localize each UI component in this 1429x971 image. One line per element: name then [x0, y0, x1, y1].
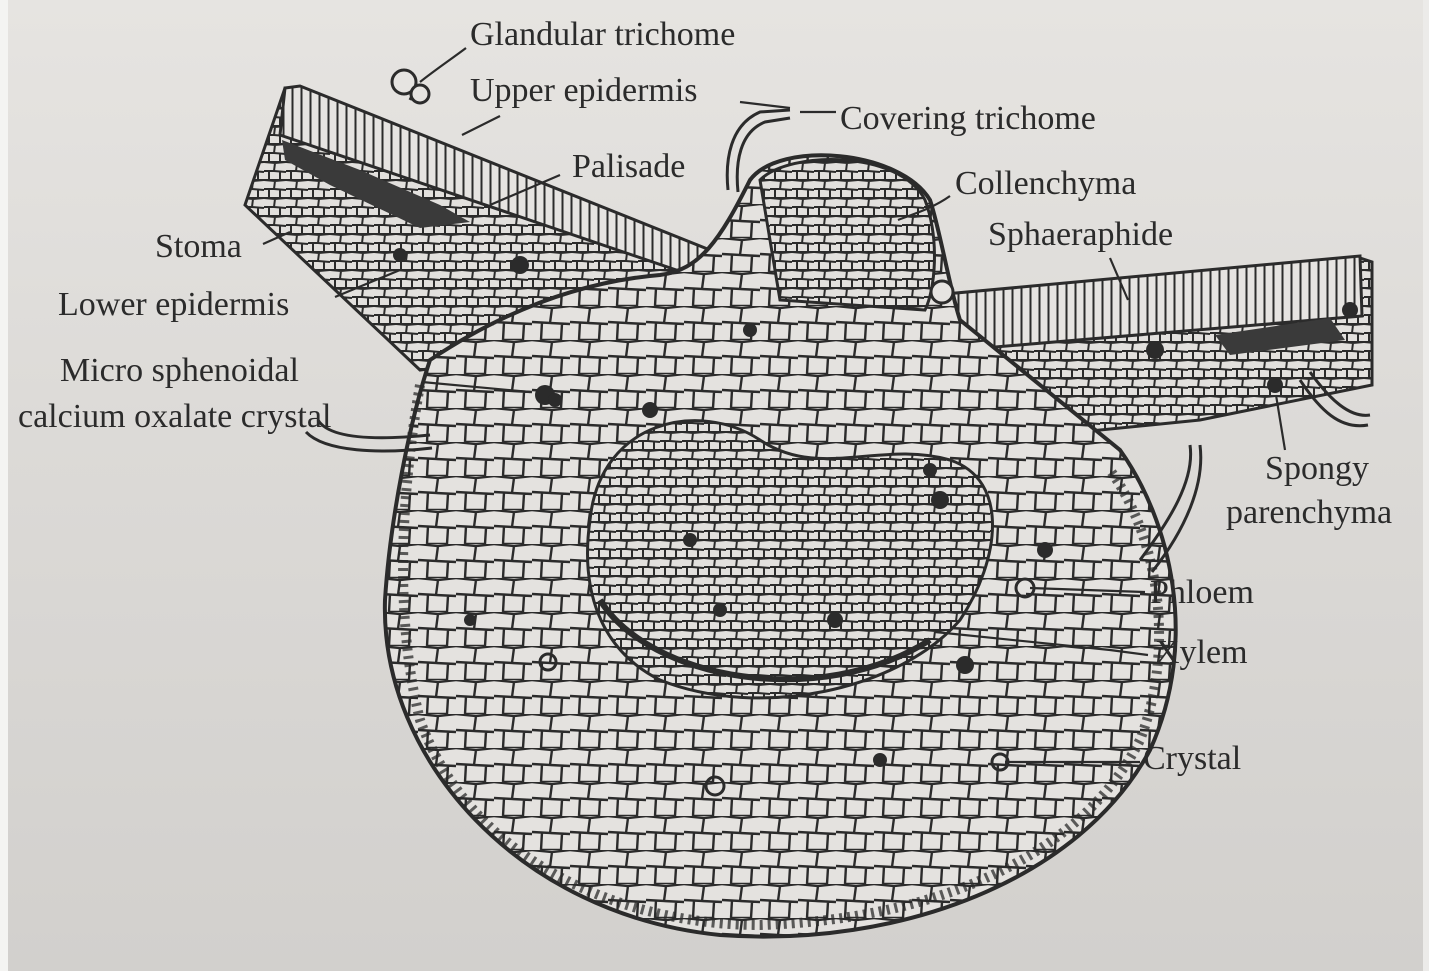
glandular-trichome-midrib — [931, 281, 953, 303]
label-phloem: Phloem — [1150, 574, 1254, 612]
label-collenchyma: Collenchyma — [955, 165, 1136, 203]
label-spongy-line1: Spongy — [1232, 450, 1402, 488]
label-micro-sphenoidal-line1: Micro sphenoidal — [60, 352, 299, 390]
label-lower-epidermis: Lower epidermis — [58, 286, 289, 324]
label-upper-epidermis: Upper epidermis — [470, 72, 698, 110]
label-stoma: Stoma — [155, 228, 242, 266]
label-micro-sphenoidal-line2: calcium oxalate crystal — [18, 398, 331, 436]
label-xylem: Xylem — [1155, 634, 1248, 672]
label-spongy-line2: parenchyma — [1226, 494, 1392, 532]
label-glandular-trichome: Glandular trichome — [470, 16, 735, 54]
label-sphaeraphide: Sphaeraphide — [988, 216, 1173, 254]
label-crystal: Crystal — [1143, 740, 1241, 778]
label-palisade: Palisade — [572, 148, 685, 186]
glandular-trichome — [392, 70, 429, 103]
label-covering-trichome: Covering trichome — [840, 100, 1096, 138]
